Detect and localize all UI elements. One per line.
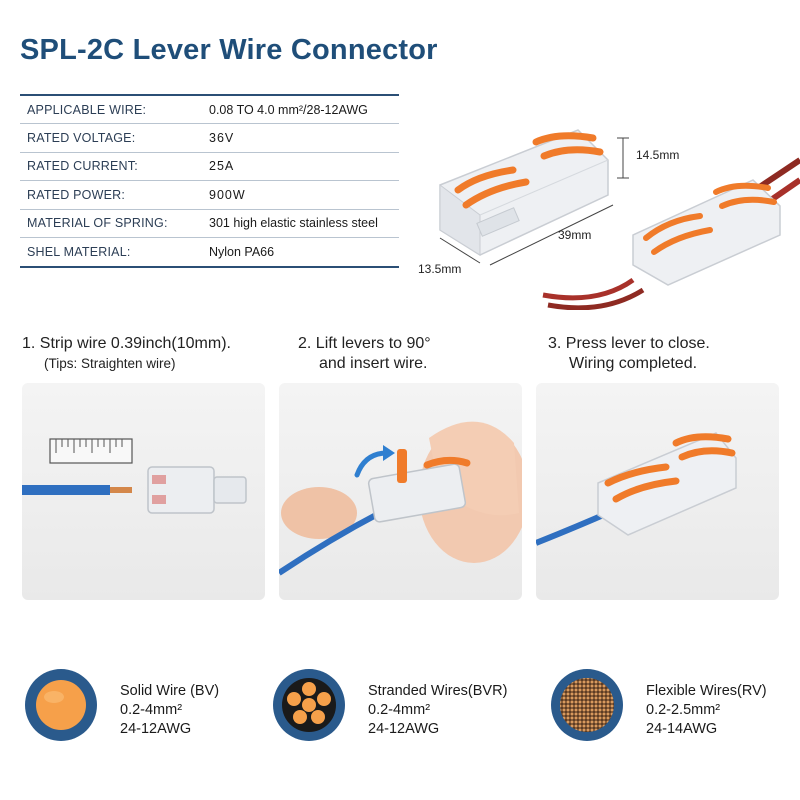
flexible-wire-cross-section (551, 669, 623, 741)
ruler-icon (49, 438, 133, 464)
dim-height-label: 14.5mm (636, 148, 680, 162)
spec-label: RATED POWER: (27, 187, 126, 202)
spec-label: RATED VOLTAGE: (27, 131, 136, 146)
lift-arrow-icon (354, 450, 390, 478)
step-1-text: 1. Strip wire 0.39inch(10mm). (Tips: Str… (22, 334, 231, 374)
spec-row-rated-voltage: RATED VOLTAGE: 36V (20, 124, 399, 153)
wire-type-name: Flexible Wires(RV) (646, 683, 767, 699)
step-1-photo (22, 383, 265, 600)
spec-value: 36V (209, 131, 235, 146)
step-2-text: 2. Lift levers to 90° and insert wire. (298, 334, 431, 374)
wire-type-awg: 24-14AWG (646, 721, 718, 737)
spec-table: APPLICABLE WIRE: 0.08 TO 4.0 mm²/28-12AW… (20, 94, 399, 269)
step-3-detail: Wiring completed. (569, 355, 698, 372)
spec-row-spring-material: MATERIAL OF SPRING: 301 high elastic sta… (20, 210, 399, 238)
wire-type-awg: 24-12AWG (120, 721, 192, 737)
wire-type-section: 0.2-2.5mm² (646, 702, 721, 718)
dim-width-label: 13.5mm (418, 262, 462, 276)
step-2-detail: and insert wire. (319, 355, 428, 372)
dim-length-label: 39mm (558, 228, 592, 242)
spec-label: APPLICABLE WIRE: (27, 102, 147, 117)
wire-type-section: 0.2-4mm² (120, 702, 183, 718)
spec-value: 301 high elastic stainless steel (209, 216, 378, 231)
spec-row-rated-power: RATED POWER: 900W (20, 181, 399, 210)
spec-value: Nylon PA66 (209, 245, 275, 260)
connector-illustration (439, 129, 800, 311)
step-3-text: 3. Press lever to close. Wiring complete… (548, 334, 710, 374)
stranded-wire-cross-section (273, 669, 345, 741)
wire-type-awg: 24-12AWG (368, 721, 440, 737)
connector-icon (439, 129, 609, 256)
page-title: SPL-2C Lever Wire Connector (20, 34, 438, 66)
connector-icon (597, 432, 737, 536)
wire-type-section: 0.2-4mm² (368, 702, 431, 718)
spec-row-applicable-wire: APPLICABLE WIRE: 0.08 TO 4.0 mm²/28-12AW… (20, 96, 399, 125)
connector-icon (147, 466, 247, 514)
wire-type-name: Stranded Wires(BVR) (368, 683, 508, 699)
step-3-photo (536, 383, 779, 600)
solid-wire-cross-section (25, 669, 97, 741)
spec-value: 900W (209, 187, 246, 202)
product-dimensions: 14.5mm 39mm 13.5mm (418, 120, 800, 311)
spec-label: MATERIAL OF SPRING: (27, 216, 168, 231)
spec-value: 0.08 TO 4.0 mm²/28-12AWG (209, 102, 368, 117)
wire-type-name: Solid Wire (BV) (120, 683, 220, 699)
spec-value: 25A (209, 159, 235, 174)
step-2-photo (279, 383, 522, 600)
step-1-title: 1. Strip wire 0.39inch(10mm). (22, 335, 231, 352)
connector-icon (632, 179, 781, 286)
step-1-tip: (Tips: Straighten wire) (44, 356, 176, 371)
spec-label: SHEL MATERIAL: (27, 245, 131, 260)
step-3-title: 3. Press lever to close. (548, 335, 710, 352)
spec-row-rated-current: RATED CURRENT: 25A (20, 153, 399, 182)
step-2-title: 2. Lift levers to 90° (298, 335, 431, 352)
spec-row-shell-material: SHEL MATERIAL: Nylon PA66 (20, 238, 399, 266)
spec-label: RATED CURRENT: (27, 159, 138, 174)
connector-icon (367, 449, 471, 523)
